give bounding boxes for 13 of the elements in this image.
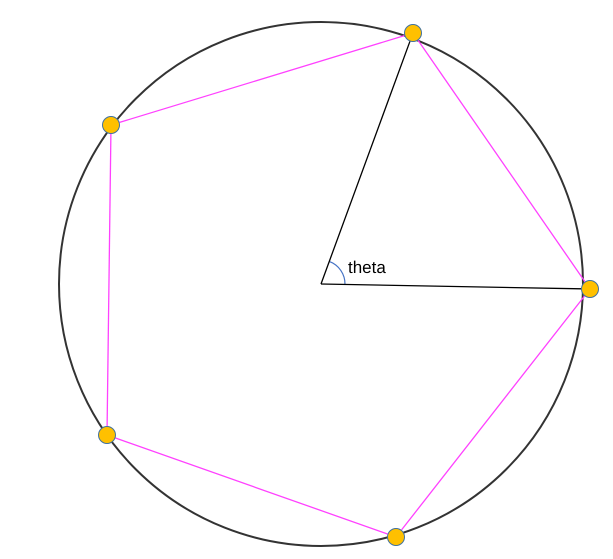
polygon-side — [418, 40, 586, 282]
polygon-side — [401, 296, 585, 530]
angle-label: theta — [348, 258, 386, 278]
polygon-side — [106, 134, 112, 426]
vertex-point — [98, 426, 116, 444]
polygon-side — [115, 437, 388, 535]
radius-line — [320, 283, 582, 290]
vertex-point — [102, 116, 120, 134]
vertex-point — [404, 24, 422, 42]
radius-line — [320, 41, 411, 284]
vertex-point — [581, 280, 599, 298]
vertex-point — [387, 528, 405, 546]
polygon-side — [119, 35, 405, 123]
